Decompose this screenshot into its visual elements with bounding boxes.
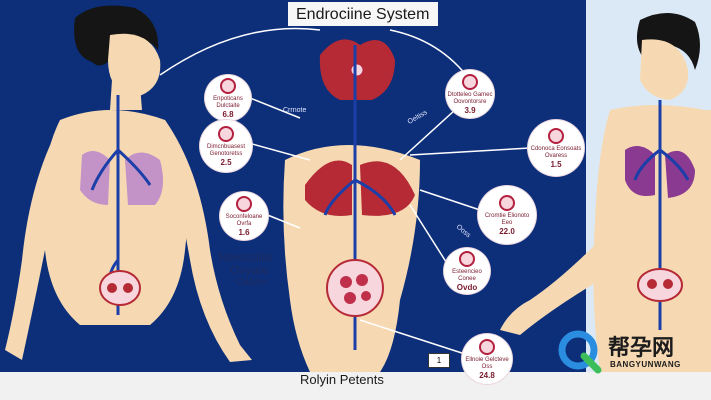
connectors	[159, 27, 531, 356]
hormone-icon	[220, 77, 236, 94]
left-neck	[110, 80, 142, 110]
right-pelvic-organ	[637, 268, 683, 302]
left-pelvic-organ	[99, 270, 141, 306]
watermark-sub: BANGYUNWANG	[610, 360, 681, 369]
right-hair	[636, 12, 700, 70]
hormone-icon	[236, 195, 252, 212]
hormone-icon	[459, 250, 475, 267]
watermark-main: 帮孕网	[608, 336, 675, 361]
diagram-title: Endrociine System	[296, 6, 430, 23]
bottom-band	[0, 372, 711, 400]
right-face	[640, 39, 689, 100]
left-artery	[90, 95, 152, 315]
number-box: 1	[428, 353, 450, 368]
center-figure	[283, 39, 420, 372]
center-lungs-l	[305, 160, 352, 216]
bottom-title: Rolyin Petents	[300, 372, 384, 387]
right-lung-r	[665, 150, 695, 198]
right-arm	[500, 240, 600, 335]
watermark: 帮孕网 BANGYUNWANG	[556, 328, 706, 374]
center-ovary	[326, 259, 384, 317]
side-label-2: Ovyare	[230, 263, 269, 277]
hormone-icon	[218, 125, 234, 142]
hormone-icon	[479, 338, 495, 355]
left-lung-l	[80, 151, 110, 205]
side-label-1: Neessoliis	[218, 250, 273, 264]
right-figure	[500, 12, 711, 372]
hormone-icon	[462, 73, 478, 90]
q-logo-icon	[558, 330, 602, 374]
center-lungs-r	[360, 161, 415, 216]
left-figure	[5, 5, 252, 362]
side-label-3: Oatizer	[236, 277, 269, 288]
small-label-1: Crrnote	[283, 107, 307, 114]
left-arm-left	[5, 125, 60, 360]
hormone-icon	[499, 194, 515, 211]
title-banner	[288, 2, 438, 26]
left-face	[108, 33, 161, 97]
left-arm-right	[165, 120, 252, 362]
hormone-icon	[548, 127, 564, 144]
